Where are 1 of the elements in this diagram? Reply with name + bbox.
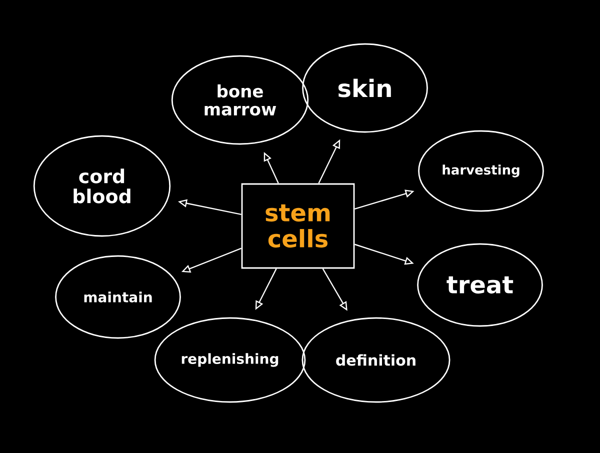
title-box: stem cells [241,183,355,269]
